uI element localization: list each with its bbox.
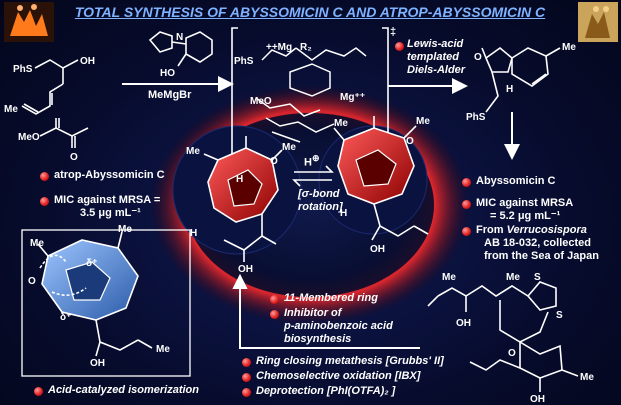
isomerization-structure: [21, 229, 191, 377]
scheme-title: TOTAL SYNTHESIS OF ABYSSOMICIN C AND ATR…: [74, 4, 546, 20]
atom-o-iso: O: [28, 276, 36, 287]
atom-r2-ts: R₂: [300, 42, 312, 53]
ring-prop-3: p-aminobenzoic acid: [284, 320, 393, 332]
bullet-step-3: [242, 388, 251, 397]
bullet-source: [462, 227, 471, 236]
source-line-2: AB 18-032, collected: [484, 237, 591, 249]
atom-oh-iso: OH: [90, 358, 105, 369]
atom-meo-ts: MeO: [250, 96, 272, 107]
precursor-structure: [427, 281, 579, 392]
equilibrium-arrows: [292, 165, 334, 187]
bullet-abyss-mic: [462, 200, 471, 209]
bullet-step-2: [242, 373, 251, 382]
ring-prop-2: Inhibitor of: [284, 307, 342, 319]
arrow-up-from-precursor: [232, 273, 420, 349]
atom-o-prec: O: [508, 348, 516, 359]
atom-phs-adduct: PhS: [466, 112, 486, 123]
atom-me-atrop-1: Me: [186, 146, 200, 157]
abyssomicin-c-label: Abyssomicin C: [476, 175, 556, 187]
bullet-diels-alder: [395, 42, 404, 51]
rotation-line-1: [σ-bond: [298, 188, 340, 200]
dagger-symbol: ‡: [390, 26, 397, 38]
runner-icon-right: [578, 2, 618, 42]
step-deprotection: Deprotection [PhI(OTFA)₂ ]: [256, 385, 396, 397]
atom-ho-reagent: HO: [160, 68, 175, 79]
step-oxidation: Chemoselective oxidation [IBX]: [256, 370, 421, 382]
ring-prop-4: biosynthesis: [284, 333, 352, 345]
atom-h-atrop: H: [236, 174, 243, 185]
atrop-abyssomicin-label: atrop-Abyssomicin C: [54, 169, 165, 181]
isomerization-label: Acid-catalyzed isomerization: [48, 384, 199, 396]
bullet-inhibitor: [270, 310, 279, 319]
atom-h-abyss: H: [340, 208, 347, 219]
atom-s-prec-2: S: [556, 310, 563, 321]
runner-icon-left: [4, 2, 54, 42]
diels-alder-line-1: Lewis-acid: [407, 38, 464, 50]
atom-dplus-iso-1: δ⁺: [86, 258, 97, 269]
atom-mgpp2-ts: Mg⁺⁺: [340, 92, 365, 103]
bullet-ring: [270, 295, 279, 304]
atom-o-adduct: O: [474, 52, 482, 63]
atom-mgpp-ts: ++Mg: [266, 42, 292, 53]
atom-oh-abyss: OH: [370, 244, 385, 255]
atom-me-iso-2: Me: [118, 224, 132, 235]
atom-me-prec-3: Me: [580, 372, 594, 383]
diels-alder-line-2: templated: [407, 51, 459, 63]
atrop-mic-line-2: 3.5 μg mL⁻¹: [80, 207, 141, 219]
abyss-mic-line-2: = 5.2 μg mL⁻¹: [490, 210, 561, 222]
atom-phs-ts: PhS: [234, 56, 254, 67]
bullet-atrop-mic: [40, 197, 49, 206]
source-line-3: from the Sea of Japan: [484, 250, 599, 262]
atom-me-abyss-2: Me: [416, 116, 430, 127]
atom-oh-atrop: OH: [238, 264, 253, 275]
atom-me-atrop-2: Me: [282, 142, 296, 153]
atom-me-prec-1: Me: [442, 272, 456, 283]
abyssomicin-c-red-structure: [333, 116, 429, 241]
atom-me-prec-2: Me: [506, 272, 520, 283]
atom-o-acrylate: O: [70, 152, 78, 163]
reagent-memgbr: MeMgBr: [148, 89, 192, 101]
diels-alder-adduct-structure: [481, 46, 561, 113]
atom-phs-start: PhS: [13, 64, 33, 75]
atom-n-reagent: N: [176, 32, 183, 43]
atom-o-atrop: O: [270, 156, 278, 167]
atom-h-adduct: H: [506, 84, 513, 95]
atom-h-atrop-2: H: [190, 228, 197, 239]
atom-me-iso-1: Me: [30, 238, 44, 249]
aminophenol-reagent-structure: [148, 31, 213, 67]
atom-labels: PhS OH Me MeO O N HO R₂ ++Mg PhS Mg⁺⁺ Me…: [4, 32, 594, 405]
ring-prop-1: 11-Membered ring: [284, 292, 378, 304]
atom-me-start: Me: [4, 104, 18, 115]
bullet-atrop-name: [40, 172, 49, 181]
atom-me-iso-3: Me: [156, 344, 170, 355]
step-rcm: Ring closing metathesis [Grubbs' II]: [256, 355, 444, 367]
bullet-step-1: [242, 358, 251, 367]
atom-o-abyss: O: [406, 136, 414, 147]
atrop-mic-line-1: MIC against MRSA =: [54, 194, 161, 206]
rotation-h: H⊕: [304, 153, 320, 169]
starting-diene-structure: [21, 59, 79, 115]
atrop-abyssomicin-structure: [203, 136, 283, 262]
rotation-line-2: rotation]: [298, 201, 343, 213]
acrylate-structure: [39, 118, 89, 148]
bullet-isomerization: [34, 387, 43, 396]
atom-oh-prec-2: OH: [530, 394, 545, 405]
atom-me-adduct: Me: [562, 42, 576, 53]
bullet-abyss-name: [462, 178, 471, 187]
transition-state-structure: [255, 47, 367, 143]
source-line-1: From Verrucosispora: [476, 224, 587, 236]
abyss-mic-line-1: MIC against MRSA: [476, 197, 574, 209]
atom-me-abyss-1: Me: [334, 118, 348, 129]
atom-dplus-iso-2: δ⁺: [60, 312, 71, 323]
atom-oh-start: OH: [80, 56, 95, 67]
atom-s-prec-1: S: [534, 272, 541, 283]
atom-meo-acrylate: MeO: [18, 132, 40, 143]
diels-alder-line-3: Diels-Alder: [407, 64, 466, 76]
atom-oh-prec: OH: [456, 318, 471, 329]
